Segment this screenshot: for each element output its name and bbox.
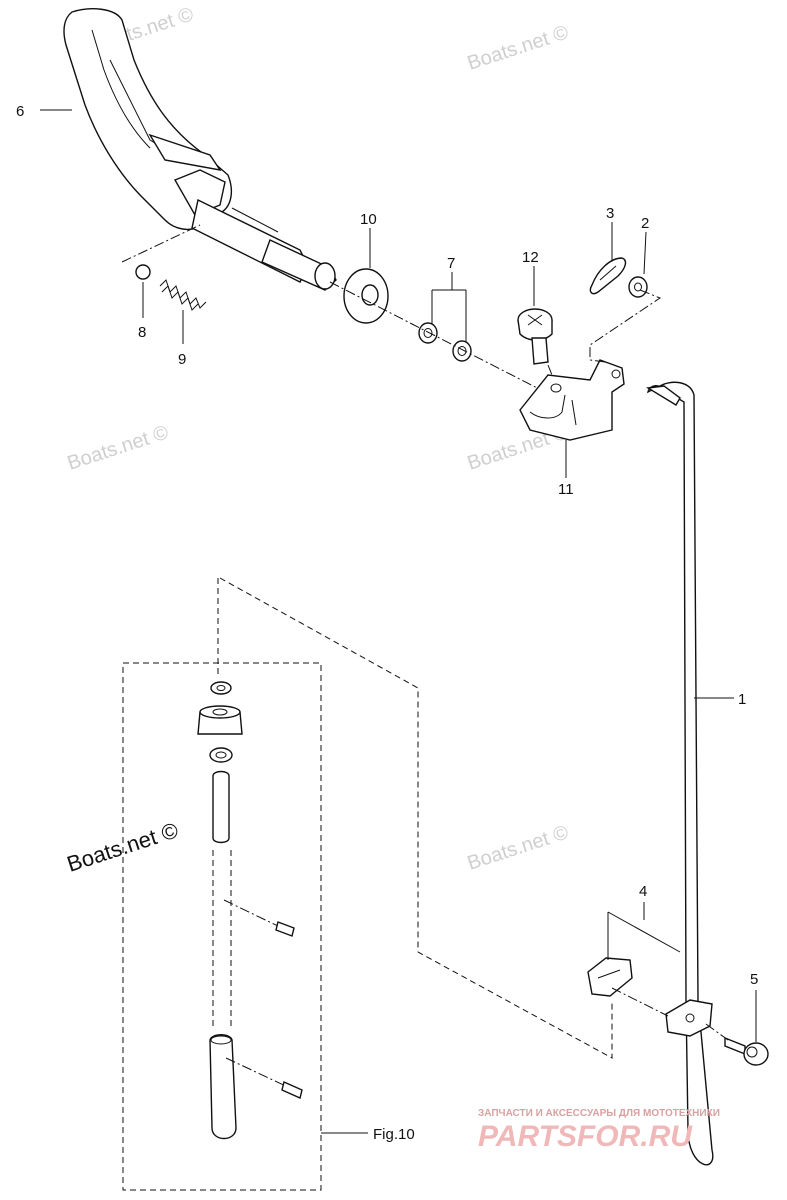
part-1-shift-rod — [645, 381, 714, 1166]
brand-tagline: ЗАПЧАСТИ И АКСЕССУАРЫ ДЛЯ МОТОТЕХНИКИ — [478, 1108, 720, 1119]
axis-line — [705, 1023, 729, 1041]
callout-1: 1 — [738, 691, 746, 708]
figure-ref: Fig.10 — [373, 1126, 415, 1143]
callout-11: 11 — [558, 481, 574, 498]
phantom-lines — [217, 577, 613, 1059]
callout-10: 10 — [360, 211, 377, 228]
part-8-ball — [135, 264, 151, 280]
leader-dashed — [121, 224, 201, 263]
part-2-washer — [628, 276, 648, 298]
callouts: 6 10 7 12 3 2 8 9 11 1 4 5 Fig.10 — [16, 103, 758, 1143]
leader-lines — [40, 109, 757, 1134]
watermark: Boats.net © — [465, 21, 572, 74]
axis-line — [547, 364, 557, 386]
axis-line — [329, 281, 546, 393]
watermark: Boats.net © — [465, 821, 572, 874]
part-7-washers — [418, 322, 472, 362]
part-5-screw — [724, 1036, 769, 1066]
callout-7: 7 — [447, 255, 455, 272]
callout-12: 12 — [522, 249, 539, 266]
part-10-washer — [343, 268, 389, 324]
axis-line — [611, 987, 669, 1017]
callout-2: 2 — [641, 215, 649, 232]
callout-3: 3 — [606, 205, 614, 222]
watermark: Boats.net © — [65, 421, 172, 474]
callout-9: 9 — [178, 351, 186, 368]
brand-name: PARTSFOR.RU — [478, 1120, 693, 1153]
part-3-clip — [589, 257, 627, 295]
fig10-box — [122, 662, 322, 1191]
part-6-shift-lever — [63, 8, 337, 291]
part-11-bracket — [519, 359, 625, 441]
leader-dashed — [589, 289, 662, 363]
part-4-connector — [587, 957, 713, 1037]
part-12-bolt — [517, 308, 553, 365]
callout-6: 6 — [16, 103, 24, 120]
callout-4: 4 — [639, 883, 647, 900]
callout-8: 8 — [138, 324, 146, 341]
part-9-spring — [159, 279, 207, 311]
brand-watermark: ЗАПЧАСТИ И АКСЕССУАРЫ ДЛЯ МОТОТЕХНИКИ PA… — [478, 1108, 720, 1153]
callout-5: 5 — [750, 971, 758, 988]
